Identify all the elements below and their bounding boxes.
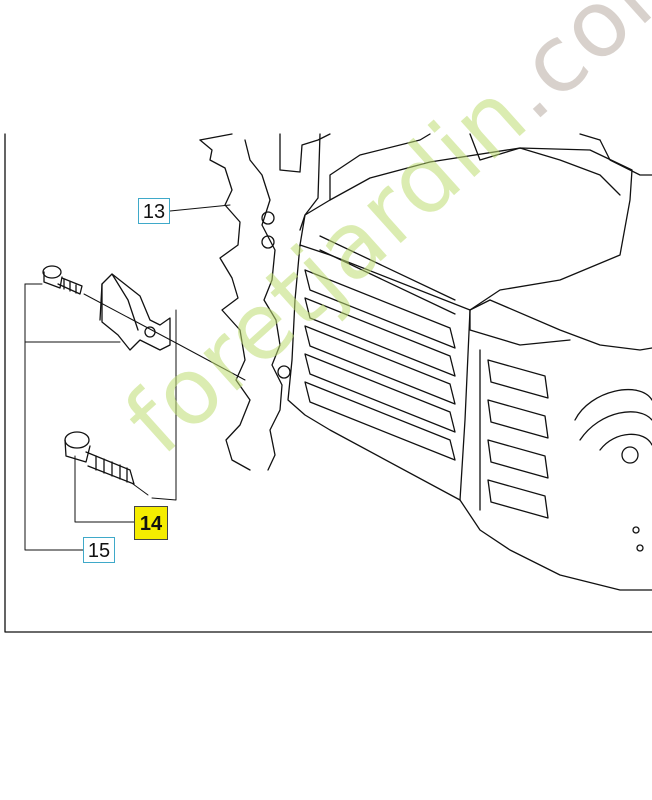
starter-housing	[574, 388, 652, 552]
engine-housing	[279, 133, 652, 591]
screw-small	[42, 265, 83, 295]
callout-part-14[interactable]: 14	[134, 506, 168, 540]
bracket-clip	[99, 273, 171, 351]
gasket-part-13	[199, 133, 291, 471]
callout-part-15[interactable]: 15	[83, 537, 115, 563]
diagram-frame	[4, 133, 652, 633]
callout-part-13[interactable]: 13	[138, 198, 170, 224]
vent-slots	[479, 349, 549, 519]
leader-lines	[24, 204, 246, 551]
bolt-large	[64, 431, 135, 485]
cooling-fins	[304, 269, 456, 461]
